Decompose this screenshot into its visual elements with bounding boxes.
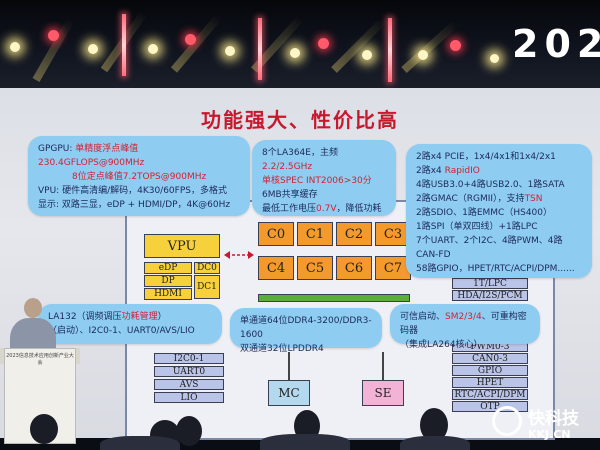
interconnect-bus <box>258 294 410 302</box>
audience-head <box>30 414 58 444</box>
watermark-logo-icon <box>492 406 522 436</box>
red-light-icon <box>318 38 329 49</box>
cpu-spec-score: 单核SPEC INT2006>30分 <box>262 176 372 186</box>
cpu-voltage-text: 最低工作电压 <box>262 204 317 214</box>
sdio-text: 2路SDIO、1路EMMC（HS400） <box>416 208 552 218</box>
gpu-callout: GPGPU: 单精度浮点峰值230.4GFLOPS@900MHz 8位定点峰值7… <box>28 136 250 216</box>
memory-callout: 单通道64位DDR4-3200/DDR3-1600 双通道32位LPDDR4 <box>230 308 382 354</box>
la132-functions: （启动）、I2C0-1、UART0/AVS/LIO <box>48 326 195 336</box>
gpgpu-int-value: 8位定点峰值7.2TOPS@900MHz <box>72 172 207 182</box>
cpu-voltage-suffix: ，降低功耗 <box>336 204 382 214</box>
se-block: SE <box>362 380 404 406</box>
la132-text: LA132（调频调压 <box>48 312 122 322</box>
hdmi-block: HDMI <box>144 288 192 300</box>
core-c4: C4 <box>258 256 294 280</box>
audience-shoulders <box>260 434 350 450</box>
cpu-callout: 8个LA364E，主频 2.2/2.5GHz 单核SPEC INT2006>30分… <box>252 140 396 216</box>
spotlight-icon <box>290 48 300 58</box>
podium-label: 2023信息技术应用创新产业大会 <box>6 353 74 366</box>
rtc-block: RTC/ACPI/DPM <box>452 389 528 400</box>
core-c6: C6 <box>336 256 372 280</box>
red-light-icon <box>48 30 59 41</box>
cpu-cores-text: 8个LA364E，主频 <box>262 148 338 158</box>
mc-connector <box>288 352 290 380</box>
cpu-frequency: 2.2/2.5GHz <box>262 162 313 172</box>
red-light-icon <box>450 40 461 51</box>
otp-block: OTP <box>452 401 528 412</box>
gpio-block: GPIO <box>452 365 528 376</box>
display-description: 显示: 双路三显，eDP + HDMI/DP，4K@60Hz <box>38 200 231 210</box>
lpc-block: 1T/LPC <box>452 278 528 289</box>
hda-block: HDA/I2S/PCM <box>452 290 528 301</box>
spotlight-icon <box>88 44 98 54</box>
security-callout: 可信启动、SM2/3/4、可重构密码器 （集成LA264核心） <box>390 304 540 350</box>
spi-text: 1路SPI（单双四线）+1路LPC <box>416 222 538 232</box>
core-c5: C5 <box>297 256 333 280</box>
gpio-text: 58路GPIO，HPET/RTC/ACPI/DPM...... <box>416 264 575 274</box>
slide-title: 功能强大、性价比高 <box>201 108 399 132</box>
uart-block: UART0 <box>154 366 224 377</box>
trusted-boot-text: 可信启动、 <box>400 312 446 322</box>
crypto-text: 、可重构密码器 <box>400 312 527 336</box>
spotlight-icon <box>10 42 20 52</box>
led-light-bar <box>122 14 126 76</box>
watermark-logo-text: 快科技 <box>528 409 579 429</box>
lio-block: LIO <box>154 392 224 403</box>
core-c0: C0 <box>258 222 294 246</box>
tsn-value: TSN <box>524 194 543 204</box>
spotlight-icon <box>225 46 235 56</box>
audience-shoulders <box>100 436 180 450</box>
avs-block: AVS <box>154 379 224 390</box>
audience-shoulders <box>400 436 470 450</box>
dc1-block: DC1 <box>194 275 220 299</box>
bidirectional-arrow-icon <box>224 251 254 259</box>
usb-text: 4路USB3.0+4路USB2.0、1路SATA <box>416 180 565 190</box>
spotlight-icon <box>148 44 158 54</box>
mc-block: MC <box>268 380 310 406</box>
led-light-bar <box>258 18 262 80</box>
audience-head <box>176 416 202 446</box>
la264-text: （集成LA264核心） <box>400 340 483 350</box>
io-callout: 2路x4 PCIE，1x4/4x1和1x4/2x1 2路x4 RapidIO 4… <box>406 144 592 278</box>
uart-can-text: 7个UART、2个I2C、4路PWM、4路CAN-FD <box>416 236 563 260</box>
gmac-text: 2路GMAC（RGMII），支持 <box>416 194 525 204</box>
i2c-block: I2C0-1 <box>154 353 224 364</box>
hpet-block: HPET <box>452 377 528 388</box>
can-block: CAN0-3 <box>452 353 528 364</box>
vpu-block: VPU <box>144 234 220 258</box>
se-connector <box>382 352 384 380</box>
ddr4-text: 单通道64位DDR4-3200/DDR3-1600 <box>240 316 372 340</box>
lpddr4-text: 双通道32位LPDDR4 <box>240 344 324 354</box>
spotlight-icon <box>418 50 428 60</box>
pcie-text: 2路x4 PCIE，1x4/4x1和1x4/2x1 <box>416 152 556 162</box>
gpgpu-label: GPGPU: <box>38 144 76 154</box>
la132-suffix: ） <box>157 312 167 322</box>
stage-ceiling <box>0 0 600 90</box>
vpu-description: VPU: 硬件高清编/解码，4K30/60FPS，多格式 <box>38 186 227 196</box>
core-c1: C1 <box>297 222 333 246</box>
la132-callout: LA132（调频调压功耗管理） （启动）、I2C0-1、UART0/AVS/LI… <box>38 304 222 344</box>
gpgpu-float-value: 单精度浮点峰值230.4GFLOPS@900MHz <box>38 144 145 168</box>
led-light-bar <box>388 18 392 82</box>
event-year: 202 <box>512 22 600 66</box>
spotlight-icon <box>362 50 372 60</box>
core-c2: C2 <box>336 222 372 246</box>
rapidio-prefix: 2路x4 <box>416 166 445 176</box>
sm-value: SM2/3/4 <box>445 312 482 322</box>
red-light-icon <box>185 34 196 45</box>
rapidio-value: RapidIO <box>444 166 480 176</box>
dp-block: DP <box>144 275 192 287</box>
core-c7: C7 <box>375 256 411 280</box>
cpu-voltage-value: 0.7V <box>316 204 337 214</box>
cpu-cache: 6MB共享缓存 <box>262 190 318 200</box>
watermark-logo-url: KKJ.CN <box>528 428 571 441</box>
edp-block: eDP <box>144 262 192 274</box>
power-mgmt-value: 功耗管理 <box>121 312 158 322</box>
speaker-head <box>24 298 42 318</box>
spotlight-icon <box>490 54 499 63</box>
dc0-block: DC0 <box>194 262 220 274</box>
